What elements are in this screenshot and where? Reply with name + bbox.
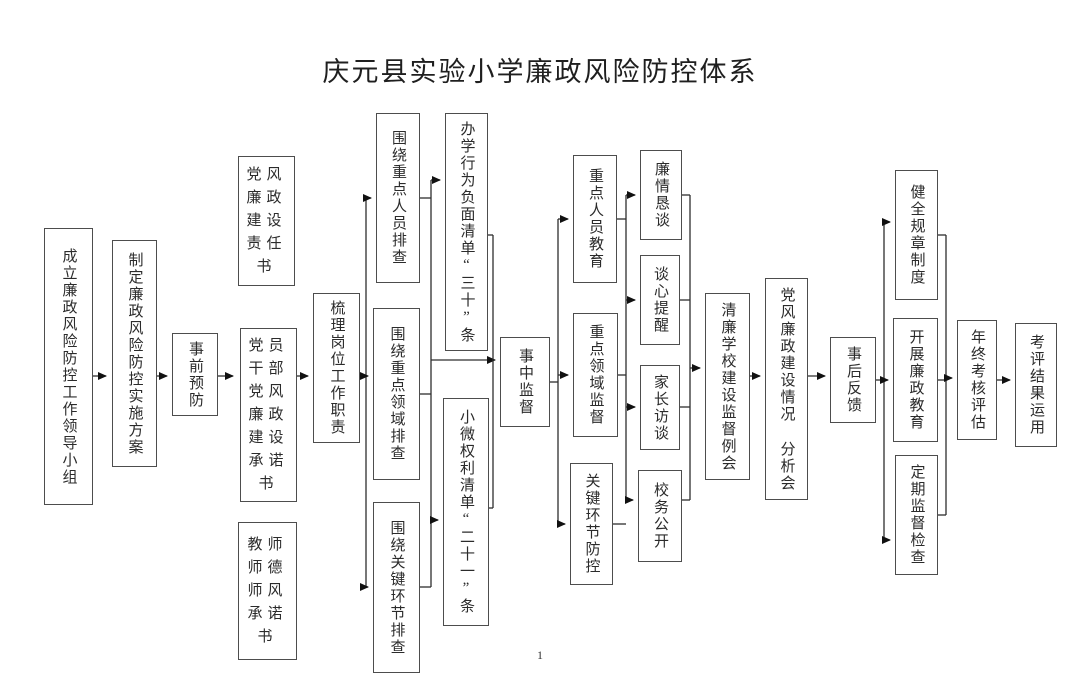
node-analysis-meeting: 党风廉政建设情况 分析会 [765, 278, 808, 500]
node-formulate-plan: 制定廉政风险防控实施方案 [112, 240, 157, 467]
page-title: 庆元县实验小学廉政风险防控体系 [322, 57, 758, 87]
node-setup-leading-group: 成立廉政风险防控工作领导小组 [44, 228, 93, 505]
node-school-affairs-disclosure: 校务公开 [638, 470, 682, 562]
node-check-key-personnel: 围绕重点人员排查 [376, 113, 420, 283]
node-in-process-supervision: 事中监督 [500, 337, 550, 427]
node-key-field-supervision: 重点领域监督 [573, 313, 618, 437]
node-supervision-regular-meeting: 清廉学校建设监督例会 [705, 293, 750, 480]
node-integrity-education: 开展廉政教育 [893, 318, 938, 442]
node-teacher-commitment-letter: 教师 师德 师风 承诺 书 [238, 522, 297, 660]
node-heart-to-heart-reminders: 谈心提醒 [640, 255, 680, 345]
node-pre-prevention: 事前预防 [172, 333, 218, 416]
node-improve-rules: 健全规章制度 [895, 170, 938, 300]
node-check-key-fields: 围绕重点领域排查 [373, 308, 420, 480]
node-check-key-links: 围绕关键环节排查 [373, 502, 420, 673]
node-sort-post-duties: 梳理岗位工作职责 [313, 293, 360, 443]
page-number: 1 [537, 648, 543, 662]
node-annual-assessment: 年终考核评估 [957, 320, 997, 440]
node-cadre-commitment-letter: 党员 干部 党风 廉政 建设 承诺 书 [240, 328, 297, 502]
node-result-application: 考评结果运用 [1015, 323, 1057, 447]
node-periodic-supervision-check: 定期监督检查 [895, 455, 938, 575]
node-integrity-talks: 廉情恳谈 [640, 150, 682, 240]
node-key-personnel-education: 重点人员教育 [573, 155, 617, 283]
node-parent-interviews: 家长访谈 [640, 365, 680, 450]
node-post-feedback: 事后反馈 [830, 337, 876, 423]
node-responsibility-letter: 党风 廉政 建设 责任 书 [238, 156, 295, 286]
node-negative-list-30: 办学行为负面清单“三十”条 [445, 113, 488, 351]
node-key-link-control: 关键环节防控 [570, 463, 613, 585]
node-micro-power-list-21: 小微权利清单“二十一”条 [443, 398, 489, 626]
